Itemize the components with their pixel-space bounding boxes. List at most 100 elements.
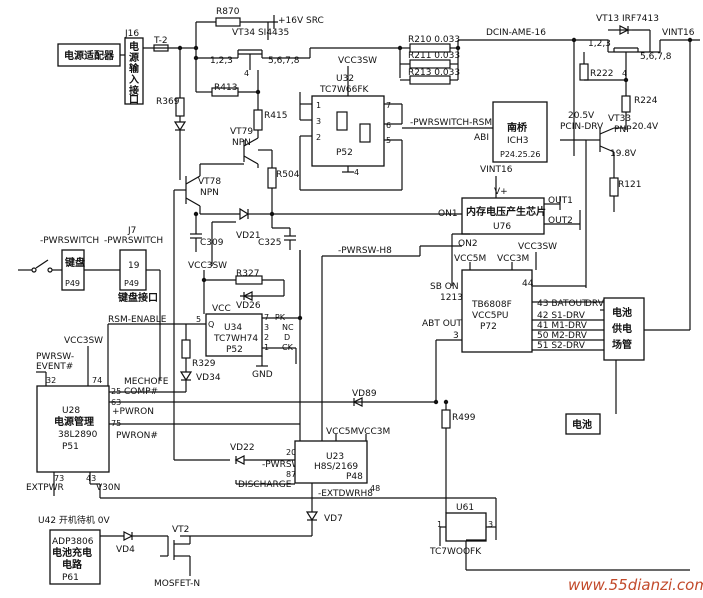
- p72-m2drv: 50 M2-DRV: [537, 331, 588, 341]
- dcin-label: DCIN-AME-16: [486, 28, 546, 38]
- vt79-label: VT79: [230, 127, 253, 137]
- j7-pin: 19: [128, 261, 140, 271]
- u28-v30n: V30N: [96, 483, 120, 493]
- j16-char-6: 口: [129, 95, 139, 106]
- j16-char-3: 输: [129, 62, 140, 75]
- j16-char-1: 电: [129, 40, 139, 53]
- u32-pin3: 3: [316, 117, 321, 126]
- adp3806-box: [49, 529, 101, 585]
- u76-vplus: V+: [494, 187, 508, 197]
- u28-p43: 43: [86, 474, 96, 483]
- u5-name: 南桥: [507, 121, 528, 134]
- u28-ref: U28: [62, 406, 80, 416]
- p72-drv: DRV: [585, 299, 605, 309]
- u23-vcc3m: VCC3M: [358, 427, 390, 437]
- j7-page: P49: [124, 279, 139, 288]
- j7-signal: -PWRSWITCH: [104, 236, 163, 246]
- vt78-label: VT78: [198, 177, 221, 187]
- p72-batout: 43 BATOUT: [537, 299, 588, 309]
- p72-s1drv: 42 S1-DRV: [537, 311, 586, 321]
- u23-discharge: DISCHARGE: [238, 480, 292, 490]
- u61-p3: 3: [488, 520, 493, 529]
- u34-box: [205, 313, 263, 357]
- u23-p20: 20: [286, 448, 296, 457]
- u28-pwron-hash: PWRON#: [116, 431, 158, 441]
- u32-pin4: 4: [354, 168, 359, 177]
- u32-box: [311, 95, 385, 167]
- u34-pin5: 5: [196, 315, 201, 324]
- watermark: www.55dianzi.com: [568, 576, 703, 594]
- u23-p48: 48: [370, 484, 380, 493]
- vt13-label: VT13 IRF7413: [596, 14, 659, 24]
- vt34-label: VT34 SI4435: [232, 28, 289, 38]
- vt34-pins-l: 1,2,3: [210, 56, 233, 66]
- p72-abtout: ABT OUT: [422, 319, 462, 329]
- r415-label: R415: [264, 111, 287, 121]
- kbd-signal: -PWRSWITCH: [40, 236, 99, 246]
- mosfet-label: MOSFET-N: [154, 579, 200, 589]
- u5-part: ICH3: [507, 136, 528, 146]
- adp3806-part: ADP3806: [52, 537, 94, 547]
- c325-label: C325: [258, 238, 281, 248]
- p72-vcc3sw: VCC3SW: [518, 242, 557, 252]
- u61-ref: U61: [456, 503, 474, 513]
- u61-p1: 1: [437, 520, 442, 529]
- p72-vcc3m: VCC3M: [497, 254, 529, 264]
- r504-label: R504: [276, 170, 300, 180]
- u28-p32: 32: [46, 376, 56, 385]
- u61-box: [445, 512, 487, 542]
- adapter-label: 电源适配器: [64, 49, 115, 62]
- u61-part: TC7WOOFK: [429, 547, 482, 557]
- vt34-pin4: 4: [244, 69, 249, 78]
- r210-label: R210 0.033: [408, 35, 460, 45]
- u23-vcc5m: VCC5M: [326, 427, 358, 437]
- j16-char-2: 源: [129, 51, 139, 64]
- u32-vcc: VCC3SW: [338, 56, 377, 66]
- u34-d: D: [284, 333, 290, 342]
- keyboard-page: P49: [65, 279, 80, 288]
- vd7-label: VD7: [324, 514, 343, 524]
- adp3806-page: P61: [62, 573, 79, 583]
- u34-vcc3sw: VCC3SW: [188, 261, 227, 271]
- battery-box: [565, 413, 601, 435]
- u34-ref: U34: [224, 323, 242, 333]
- v198-label: 19.8V: [610, 149, 637, 159]
- vt13-pins-r: 5,6,7,8: [640, 52, 672, 62]
- u34-page: P52: [226, 345, 243, 355]
- j16-box: [124, 37, 144, 105]
- r224-label: R224: [634, 96, 658, 106]
- p72-pin3: 3: [453, 331, 459, 341]
- r369-label: R369: [156, 97, 180, 107]
- adp3806-name1: 电池充电: [52, 546, 92, 559]
- u5-pins: P24.25.26: [500, 150, 540, 159]
- j16-ref: J16: [124, 29, 139, 39]
- u23-pwrsw: -PWRSW: [262, 460, 301, 470]
- pcin-drv: PCIN-DRV: [560, 122, 604, 132]
- u76-on2: ON2: [458, 239, 478, 249]
- u28-vcc3sw: VCC3SW: [64, 336, 103, 346]
- u28-box: [36, 385, 110, 473]
- u34-q: Q: [208, 320, 214, 329]
- vd21-label: VD21: [236, 231, 261, 241]
- u23-extdwr: -EXTDWRH8: [318, 489, 373, 499]
- r222-label: R222: [590, 69, 613, 79]
- u28-pwron-plus: +PWRON: [112, 407, 154, 417]
- u32-pin6: 6: [386, 121, 391, 130]
- r870-label: R870: [216, 7, 240, 17]
- pwrswitch-rsm: -PWRSWITCH-RSM: [410, 118, 492, 128]
- u32-part: TC7W66FK: [319, 85, 370, 95]
- vd89-label: VD89: [352, 389, 377, 399]
- u76-name: 内存电压产生芯片: [466, 205, 546, 218]
- v204-label: 20.4V: [632, 122, 659, 132]
- battery-fet-box: [603, 297, 645, 361]
- vint16-label: VINT16: [662, 28, 695, 38]
- vt13-pin4: 4: [622, 69, 627, 78]
- u23-page: P48: [346, 472, 363, 482]
- u76-ref: U76: [493, 222, 511, 232]
- vt78-type: NPN: [200, 188, 219, 198]
- vt13-pins-l: 1,2,3: [588, 39, 611, 49]
- u23-part: H8S/2169: [314, 462, 358, 472]
- j16-char-5: 接: [129, 84, 139, 97]
- u32-ref: U32: [336, 74, 354, 84]
- u28-event1: PWRSW-: [36, 352, 74, 362]
